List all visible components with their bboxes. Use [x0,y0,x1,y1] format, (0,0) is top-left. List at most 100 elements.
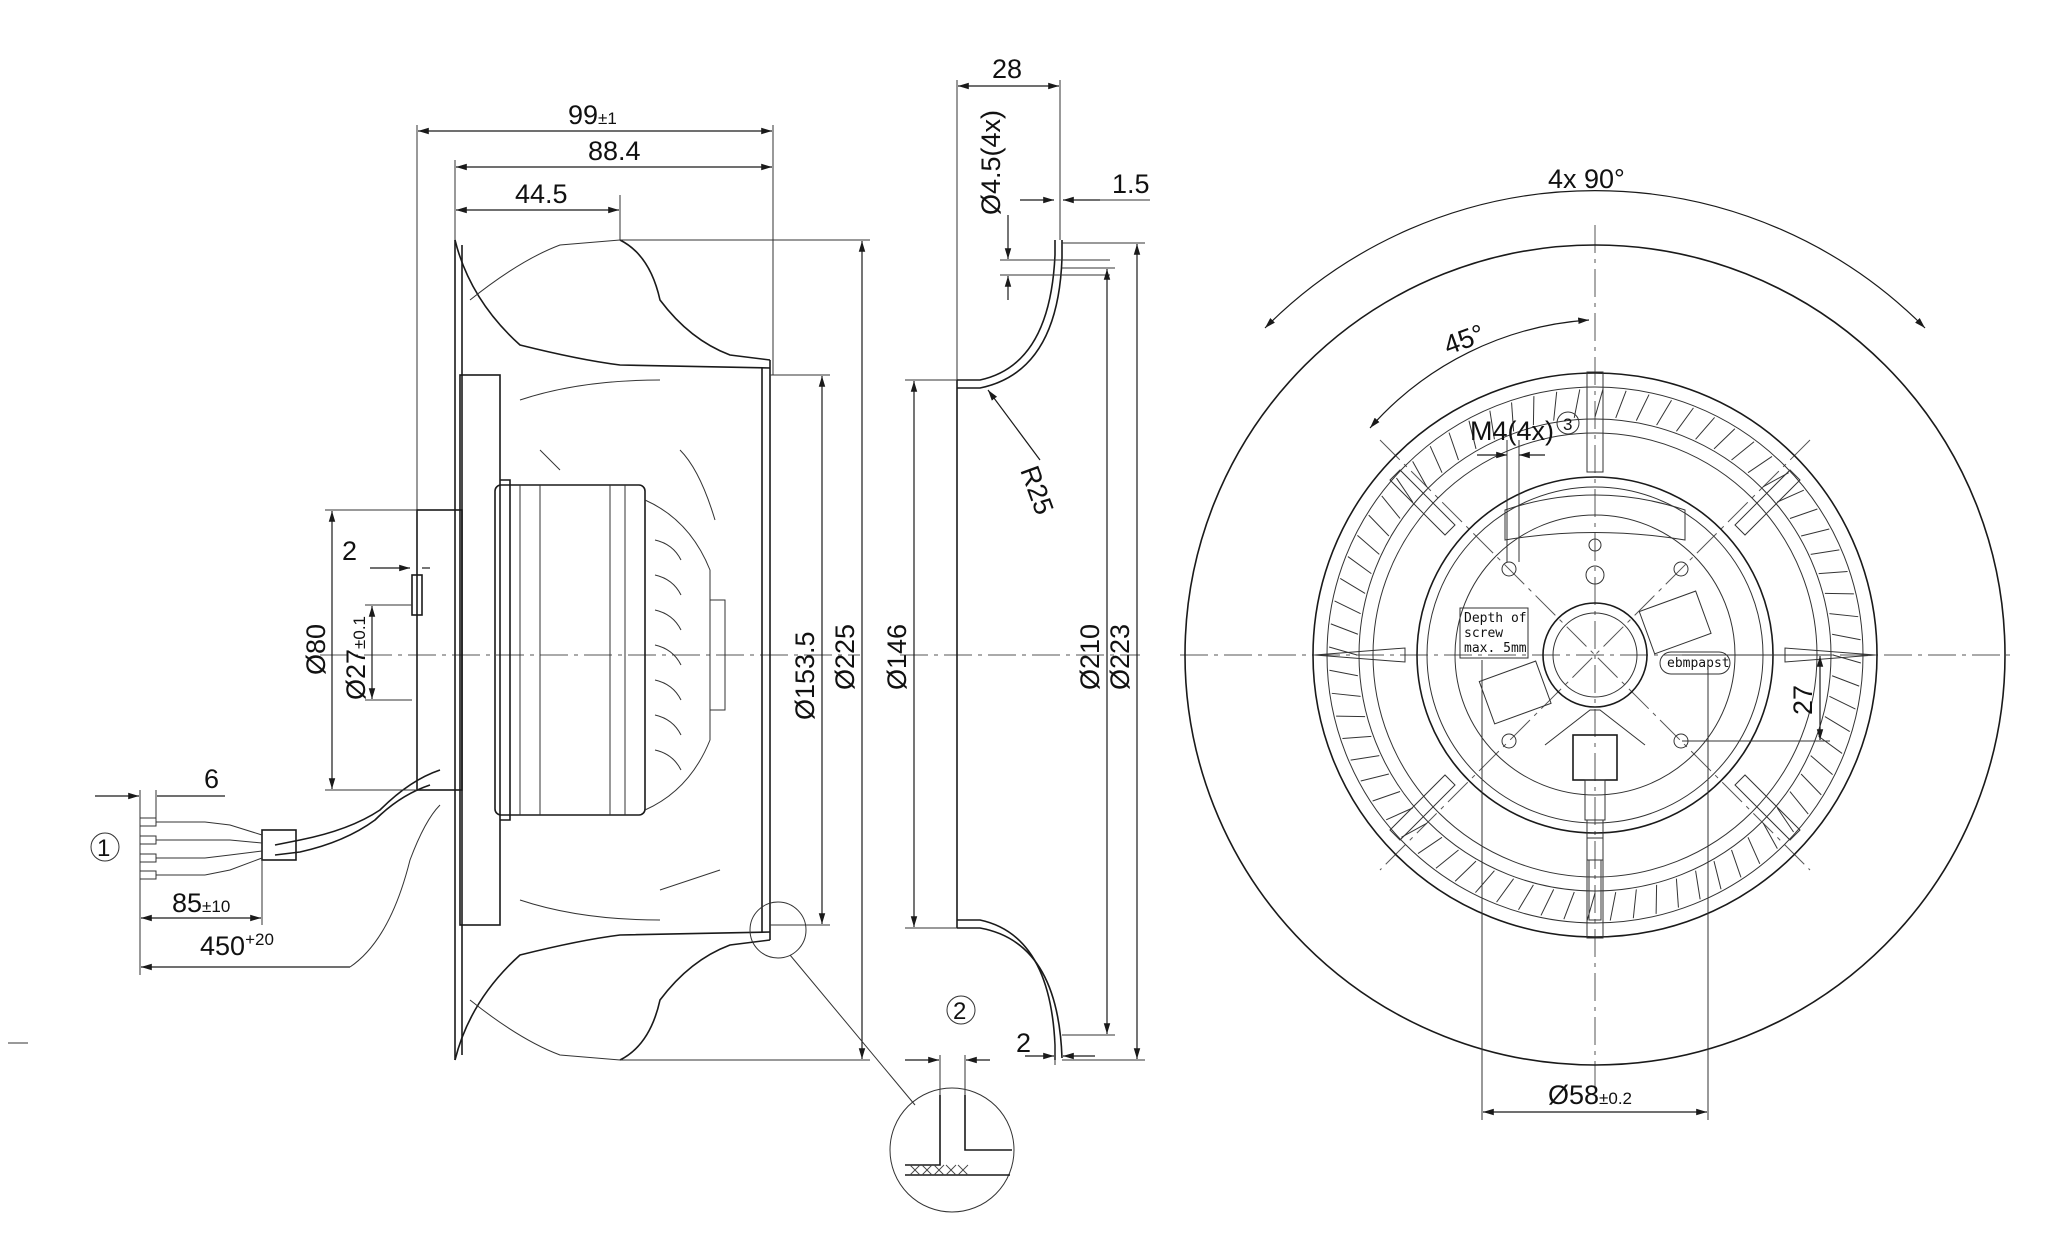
cable-85-label: 85±10 [172,888,230,918]
blade-ribs [1328,388,1862,922]
note-line-2: screw [1464,626,1503,641]
rib-tick [1776,807,1794,833]
rib-tick [1381,495,1401,519]
rib-tick [1342,735,1372,739]
inlet-dia-223-label: Ø223 [1105,624,1135,690]
brand-label: ebmpapst [1667,656,1730,671]
rib-tick [1540,889,1555,916]
rib-tick [1832,654,1862,664]
side-view: 99±1 88.4 44.5 2 Ø80 Ø27±0.1 Ø153.5 Ø225 [8,100,916,1106]
callout-1-circle [90,832,120,862]
cable-450-label: 450+20 [200,930,274,961]
rib-tick [1594,388,1604,418]
rib-tick [1573,389,1581,419]
brand-plate [1659,651,1731,675]
dim-27-label: 27 [1788,685,1818,715]
rib-tick [1818,735,1843,754]
angle-4x90-label: 4x 90° [1548,164,1625,194]
screw-holes [1501,538,1689,749]
struts [1314,371,1876,939]
dim-44-5-label: 44.5 [515,179,568,209]
rib-tick [1762,823,1778,849]
detail-view-circle [889,1087,1015,1213]
inlet-dim-28-label: 28 [992,54,1022,84]
front-view: ebmpapst Depth of screw max. 5mm 4x 90° … [1180,164,2010,1120]
motor-body [494,484,646,816]
rib-tick [1339,578,1366,594]
rib-tick [1334,600,1361,615]
rib-tick [1496,878,1515,903]
rib-tick [1396,477,1414,503]
callout-2-label: 2 [953,998,966,1025]
rib-tick [1331,692,1361,697]
rib-tick [1454,860,1477,882]
screw-note-box [1459,607,1529,659]
rib-tick [1800,773,1822,796]
rib-tick [1695,870,1701,900]
rib-tick [1632,889,1637,919]
ring-profile-top [957,240,1056,381]
rib-tick [1789,508,1818,519]
rib-tick [1810,755,1833,775]
impeller-top-cover [454,239,771,369]
rib-tick [1385,807,1413,821]
impeller-bottom-cover [454,931,771,1061]
rib-tick [1350,755,1380,761]
shaft-hub [416,509,463,791]
rib-tick [1731,849,1742,878]
inlet-dia-210-label: Ø210 [1075,624,1105,690]
rotor-fins [644,499,726,811]
note-line-3: max. 5mm [1464,641,1527,656]
inlet-radius-label: R25 [1014,462,1059,519]
rib-tick [1417,836,1443,854]
rib-tick [1777,489,1805,503]
detail-marker-circle [749,901,807,959]
outer-disc [1184,244,2006,1066]
rib-tick [1435,849,1459,869]
angle-45-label: 45° [1440,318,1489,360]
rib-tick [1713,860,1722,890]
rib-tick [1412,461,1428,487]
dia-80-label: Ø80 [301,624,331,675]
inlet-dim-1-5-label: 1.5 [1112,169,1150,199]
rib-tick [1831,675,1860,687]
rib-tick [1656,399,1672,426]
inlet-ring-view: 28 1.5 Ø4.5(4x) R25 Ø146 Ø210 [882,54,1150,1213]
rib-tick [1475,870,1495,893]
detail-hatch [909,1164,969,1176]
dim-88-4-label: 88.4 [588,136,641,166]
rib-tick [1372,791,1401,802]
rib-tick [1368,514,1390,537]
rib-tick [1347,556,1372,575]
rib-tick [1713,428,1736,450]
dia-58-label: Ø58±0.2 [1548,1080,1632,1110]
rib-tick [1563,891,1575,920]
rib-tick [1635,394,1650,421]
rib-tick [1360,773,1390,782]
rib-tick [1824,716,1851,732]
note-line-1: Depth of [1464,611,1527,626]
cable-6-label: 6 [204,764,219,794]
rib-tick [1329,669,1359,677]
rib-tick [1747,456,1773,474]
hub-bore [1542,602,1648,708]
rib-tick [1357,535,1380,555]
rib-tick [1553,391,1558,421]
rib-tick [1448,432,1459,461]
rib-tick [1831,633,1861,641]
rib-tick [1675,407,1694,432]
rib-tick [1675,878,1679,908]
rib-tick [1429,445,1443,473]
rib-tick [1810,549,1840,555]
rib-tick [1586,892,1596,922]
inlet-dia-146-label: Ø146 [882,624,912,690]
rib-tick [1609,891,1617,921]
callout-2-circle [946,995,976,1025]
dim-overall-length-label: 99±1 [568,100,617,130]
thread-label: M4(4x) [1470,416,1554,446]
dia-225-label: Ø225 [830,624,860,690]
callout-1-label: 1 [97,835,110,862]
rib-tick [1330,623,1359,635]
rib-tick [1818,571,1848,575]
